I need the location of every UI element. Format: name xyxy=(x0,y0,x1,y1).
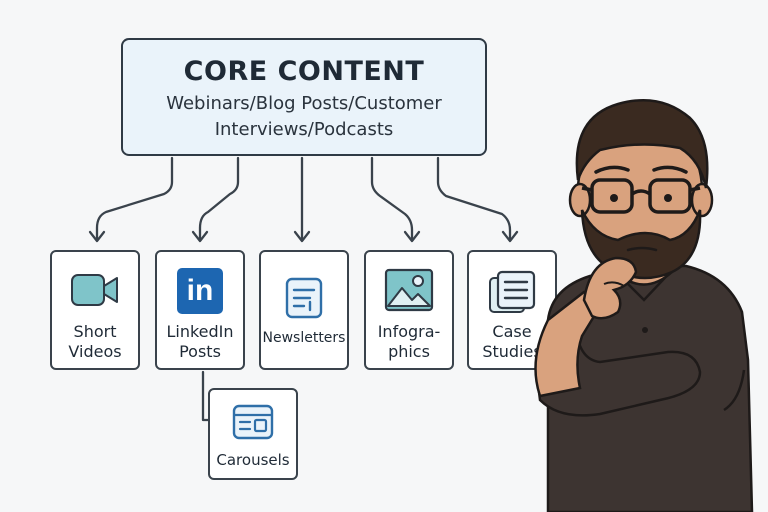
card-label: Carousels xyxy=(216,451,290,469)
core-content-line-2: Interviews/Podcasts xyxy=(214,119,394,140)
card-label: Case Studies xyxy=(482,322,542,361)
arrow-to-infographics xyxy=(370,156,414,242)
image-icon xyxy=(384,268,434,312)
card-case-studies: Case Studies xyxy=(467,250,557,370)
arrow-to-linkedin-posts xyxy=(198,156,240,242)
card-infographics: Infogra- phics xyxy=(364,250,454,370)
card-linkedin-posts: in LinkedIn Posts xyxy=(155,250,245,370)
card-label: Newsletters xyxy=(262,330,346,346)
hand xyxy=(582,256,638,320)
core-content-subtitle: Webinars/Blog Posts/Customer Interviews/… xyxy=(123,91,485,143)
card-label: Infogra- phics xyxy=(377,322,441,361)
core-content-box: CORE CONTENT Webinars/Blog Posts/Custome… xyxy=(121,38,487,156)
hair xyxy=(575,98,709,189)
linkedin-icon: in xyxy=(177,268,223,314)
glasses-icon xyxy=(581,178,701,214)
video-camera-icon xyxy=(71,274,118,306)
core-content-title: CORE CONTENT xyxy=(183,56,425,87)
document-stack-icon xyxy=(489,270,536,313)
arrow-to-short-videos xyxy=(95,156,174,242)
card-label: Short Videos xyxy=(68,322,122,361)
arrow-to-case-studies xyxy=(436,156,512,242)
card-carousels: Carousels xyxy=(208,388,298,480)
carousel-icon xyxy=(232,404,274,440)
card-label: LinkedIn Posts xyxy=(166,322,234,361)
newsletter-icon xyxy=(285,277,323,319)
card-short-videos: Short Videos xyxy=(50,250,140,370)
core-content-line-1: Webinars/Blog Posts/Customer xyxy=(166,93,442,114)
card-newsletters: Newsletters xyxy=(259,250,349,370)
